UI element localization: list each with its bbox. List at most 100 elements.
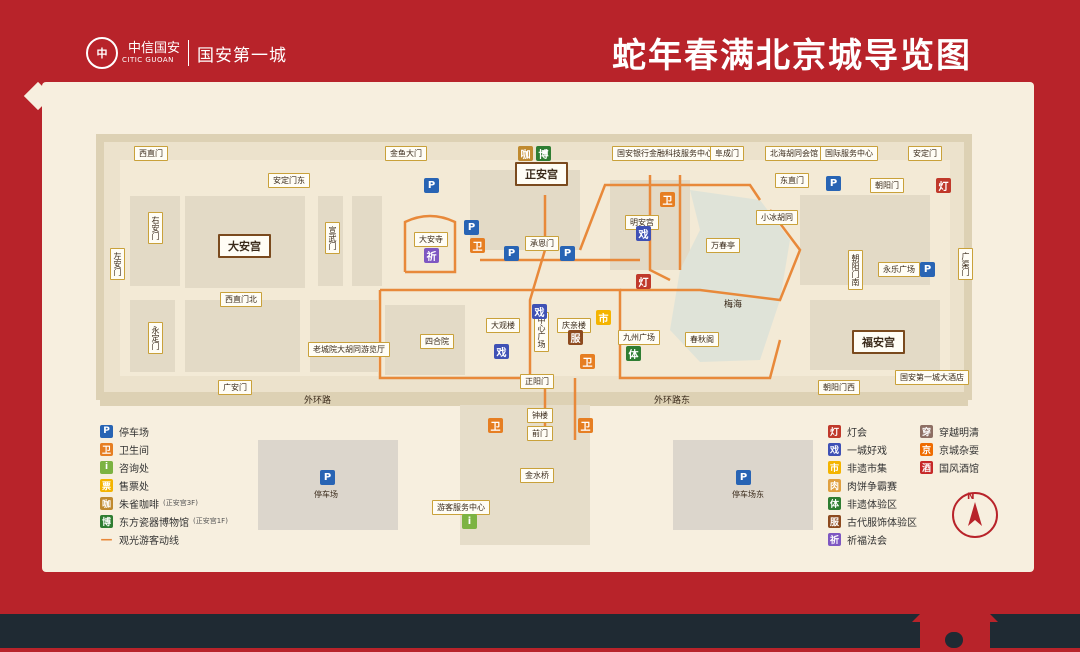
restroom-icon: 卫 xyxy=(100,442,113,456)
label-gate-10: 朝阳门西 xyxy=(818,380,860,395)
legend-right: 穿穿越明清 京京城杂耍 酒国风酒馆 xyxy=(920,422,979,476)
market-icon[interactable]: 市 xyxy=(596,310,611,325)
legend-label: 非遗体验区 xyxy=(847,499,897,511)
restroom-icon[interactable]: 卫 xyxy=(580,354,595,369)
landmark-fuangong[interactable]: 福安宫 xyxy=(852,330,905,354)
legend-item: 京京城杂耍 xyxy=(920,440,979,458)
label-gate-east: 广渠门 xyxy=(958,248,973,280)
parking-icon[interactable]: P xyxy=(464,220,479,235)
brand-divider xyxy=(188,40,190,66)
bottom-band xyxy=(0,614,1080,648)
legend-item: 祈祈福法会 xyxy=(828,530,917,548)
label-visitor-center[interactable]: 游客服务中心 xyxy=(432,500,490,515)
label-yongle: 永乐广场 xyxy=(878,262,920,277)
legend-label: 观光游客动线 xyxy=(119,535,179,547)
label-laocheng: 老城院大胡同游览厅 xyxy=(308,342,390,357)
legend-item: 卫卫生间 xyxy=(100,440,228,458)
legend-item: 酒国风酒馆 xyxy=(920,458,979,476)
label-parking-west: 停车场 xyxy=(314,490,338,499)
label-jinshui: 金水桥 xyxy=(520,468,554,483)
parking-icon[interactable]: P xyxy=(826,176,841,191)
label-gate-west: 左安门 xyxy=(110,248,125,280)
label-gate-8: 西直门北 xyxy=(220,292,262,307)
label-block-c: 宣武门 xyxy=(325,222,340,254)
legend-label: 穿越明清 xyxy=(939,427,979,439)
legend-mid: 灯灯会 戏一城好戏 市非遗市集 肉肉饼争霸赛 体非遗体验区 服古代服饰体验区 祈… xyxy=(828,422,917,548)
brand-logo: 中 中信国安 CITIC GUOAN 国安第一城 xyxy=(86,37,287,69)
legend-item: 票售票处 xyxy=(100,476,228,494)
landmark-daangong[interactable]: 大安宫 xyxy=(218,234,271,258)
legend-item: 咖朱雀咖啡 (正安宫3F) xyxy=(100,494,228,512)
label-gate-1: 西直门 xyxy=(134,146,168,161)
label-gate-4: 安定门 xyxy=(908,146,942,161)
museum-icon: 博 xyxy=(100,514,113,528)
food-icon[interactable]: 体 xyxy=(626,346,641,361)
label-qianmen: 前门 xyxy=(527,426,553,441)
drama-icon: 戏 xyxy=(828,442,841,456)
drama-icon[interactable]: 戏 xyxy=(532,304,547,319)
heritage-icon: 体 xyxy=(828,496,841,510)
parking-lot-east xyxy=(673,440,813,530)
legend-label: 卫生间 xyxy=(119,445,149,457)
outer-road xyxy=(100,396,968,406)
legend-label: 肉饼争霸赛 xyxy=(847,481,897,493)
lake xyxy=(670,190,790,362)
prayer-icon[interactable]: 祈 xyxy=(424,248,439,263)
label-block-b: 永定门 xyxy=(148,322,163,354)
legend-label: 售票处 xyxy=(119,481,149,493)
info-desk-icon[interactable]: i xyxy=(462,514,477,529)
drama-icon[interactable]: 戏 xyxy=(636,226,651,241)
landmark-zhenganggong[interactable]: 正安宫 xyxy=(515,162,568,186)
legend-item: 肉肉饼争霸赛 xyxy=(828,476,917,494)
parking-icon[interactable]: P xyxy=(560,246,575,261)
lantern-icon[interactable]: 灯 xyxy=(936,178,951,193)
parking-lot-west xyxy=(258,440,398,530)
lantern-icon[interactable]: 灯 xyxy=(636,274,651,289)
gate-silhouette xyxy=(912,614,998,648)
parking-icon[interactable]: P xyxy=(424,178,439,193)
label-road-west: 外环路 xyxy=(304,396,332,406)
legend-item: —观光游客动线 xyxy=(100,530,228,548)
parking-icon[interactable]: P xyxy=(736,470,751,485)
label-block-a: 右安门 xyxy=(148,212,163,244)
legend-note: (正安宫3F) xyxy=(163,499,198,507)
cafe-icon[interactable]: 咖 xyxy=(518,146,533,161)
legend-item: 戏一城好戏 xyxy=(828,440,917,458)
parking-icon[interactable]: P xyxy=(320,470,335,485)
prayer-icon: 祈 xyxy=(828,532,841,546)
label-hotel: 国安第一城大酒店 xyxy=(895,370,969,385)
parking-icon: P xyxy=(100,424,113,438)
cafe-icon: 咖 xyxy=(100,496,113,510)
label-chunqiu: 春秋阁 xyxy=(685,332,719,347)
museum-icon[interactable]: 博 xyxy=(536,146,551,161)
info-icon: i xyxy=(100,460,113,474)
restroom-icon[interactable]: 卫 xyxy=(660,192,675,207)
label-gate-9: 广安门 xyxy=(218,380,252,395)
legend-item: 市非遗市集 xyxy=(828,458,917,476)
label-parking-east: 停车场东 xyxy=(732,490,764,499)
citic-logo-icon: 中 xyxy=(86,37,118,69)
label-jiuzhou: 九州广场 xyxy=(618,330,660,345)
legend-note: (正安宫1F) xyxy=(193,517,228,525)
parking-icon[interactable]: P xyxy=(920,262,935,277)
restroom-icon[interactable]: 卫 xyxy=(488,418,503,433)
parking-icon[interactable]: P xyxy=(504,246,519,261)
acrobat-icon: 京 xyxy=(920,442,933,456)
legend-label: 东方瓷器博物馆 xyxy=(119,517,189,529)
meatpie-icon: 肉 xyxy=(828,478,841,492)
legend-label: 朱雀咖啡 xyxy=(119,499,159,511)
drama-icon[interactable]: 戏 xyxy=(494,344,509,359)
restroom-icon[interactable]: 卫 xyxy=(470,238,485,253)
legend-item: 穿穿越明清 xyxy=(920,422,979,440)
legend-label: 京城杂耍 xyxy=(939,445,979,457)
legend-label: 国风酒馆 xyxy=(939,463,979,475)
label-siheyuan: 四合院 xyxy=(420,334,454,349)
legend-item: 灯灯会 xyxy=(828,422,917,440)
restroom-icon[interactable]: 卫 xyxy=(578,418,593,433)
label-daansi: 大安寺 xyxy=(414,232,448,247)
label-service: 国际服务中心 xyxy=(820,146,878,161)
craft-icon[interactable]: 服 xyxy=(568,330,583,345)
